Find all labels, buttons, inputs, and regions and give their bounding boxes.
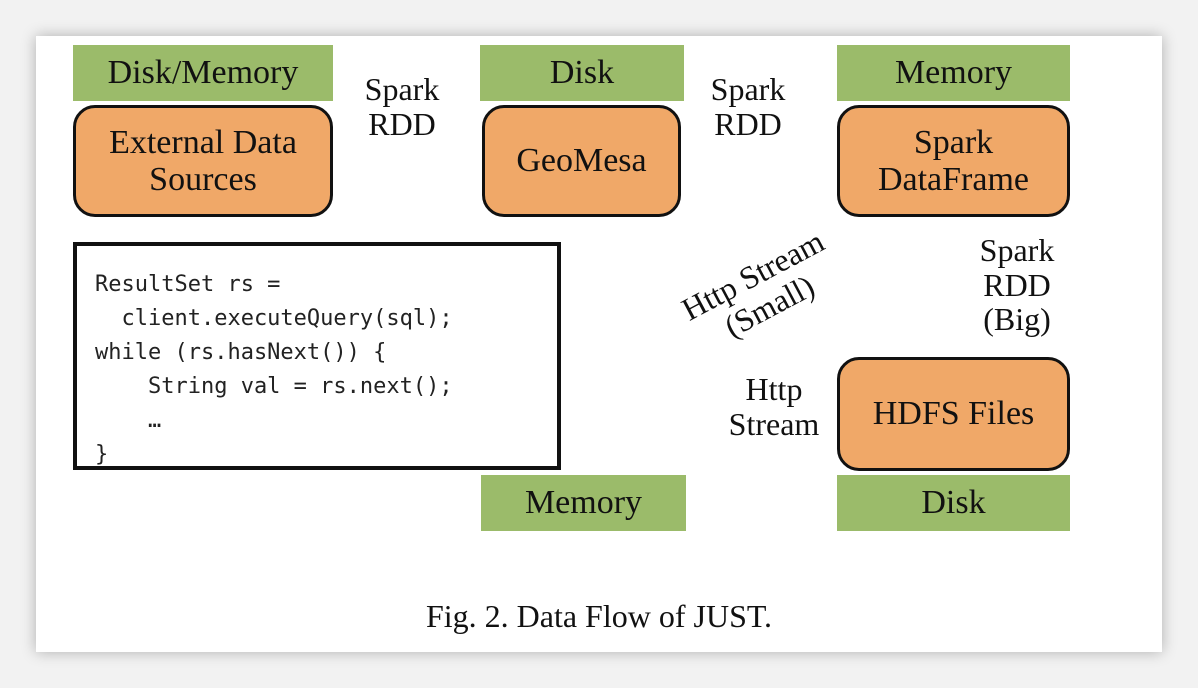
node-spark-dataframe: Spark DataFrame	[837, 105, 1070, 217]
tag-disk-memory: Disk/Memory	[73, 45, 333, 101]
node-dataframe-line-2: DataFrame	[877, 161, 1030, 198]
node-hdfs-files: HDFS Files	[837, 357, 1070, 471]
edge-label-line: Spark	[364, 71, 440, 107]
edge-label-geomesa-df: Spark RDD	[700, 72, 796, 141]
tag-disk-geomesa: Disk	[480, 45, 684, 101]
node-geomesa: GeoMesa	[482, 105, 681, 217]
edge-label-line: RDD	[714, 105, 782, 142]
edge-label-df-user: Http Stream (Small)	[661, 215, 861, 365]
node-dataframe-line-1: Spark	[913, 123, 994, 161]
node-external-line-1: External Data	[109, 123, 297, 161]
edge-label-line: Spark	[710, 71, 786, 107]
edge-label-line: Stream	[728, 405, 820, 442]
code-line: }	[95, 442, 109, 467]
edge-label-ext-geomesa: Spark RDD	[354, 72, 450, 141]
code-line: String val = rs.next();	[95, 374, 453, 399]
code-snippet: ResultSet rs = client.executeQuery(sql);…	[73, 242, 561, 470]
figure-caption: Fig. 2. Data Flow of JUST.	[425, 598, 773, 634]
tag-disk-hdfs: Disk	[837, 475, 1070, 531]
edge-label-line: (Big)	[983, 301, 1051, 338]
code-line: ResultSet rs =	[95, 272, 281, 297]
code-line: while (rs.hasNext()) {	[95, 340, 387, 365]
edge-label-line: Http	[745, 371, 803, 407]
code-line: client.executeQuery(sql);	[95, 306, 453, 331]
edge-label-hdfs-user: Http Stream	[719, 372, 829, 441]
node-geomesa-label: GeoMesa	[516, 142, 647, 180]
code-line: …	[95, 408, 162, 433]
edge-label-line: RDD	[368, 105, 436, 142]
tag-memory-user: Memory	[481, 475, 686, 531]
tag-memory-dataframe: Memory	[837, 45, 1070, 101]
edge-label-df-hdfs: Spark RDD (Big)	[967, 233, 1067, 337]
edge-label-line: RDD	[983, 266, 1051, 303]
edge-label-line: Spark	[979, 232, 1055, 268]
node-external-data-sources: External Data Sources	[73, 105, 333, 217]
node-hdfs-label: HDFS Files	[872, 395, 1035, 433]
node-external-line-2: Sources	[149, 161, 257, 198]
